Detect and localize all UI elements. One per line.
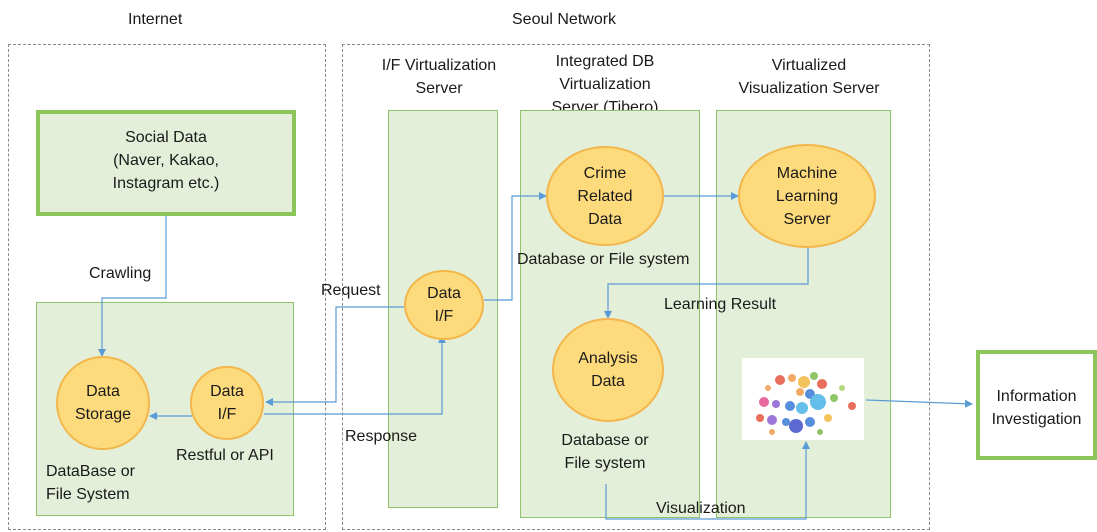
- social-data-box: Social Data (Naver, Kakao, Instagram etc…: [36, 110, 296, 216]
- internet-region-title: Internet: [128, 11, 183, 28]
- request-label: Request: [321, 282, 381, 299]
- information-investigation-label: Information Investigation: [991, 388, 1082, 428]
- visualization-label: Visualization: [656, 500, 746, 517]
- data-storage-node: Data Storage: [56, 356, 150, 450]
- seoul-network-region: [342, 44, 930, 530]
- crime-related-data-node: Crime Related Data: [546, 146, 664, 246]
- internet-region: [8, 44, 326, 530]
- response-label: Response: [345, 428, 418, 445]
- visualization-chart-image: [742, 358, 864, 440]
- data-if-internet-node: Data I/F: [190, 366, 264, 440]
- learning-result-label: Learning Result: [664, 296, 777, 313]
- db-filesystem-internet-label: DataBase or File System: [46, 463, 135, 503]
- db-filesystem-bottom-label: Database or File system: [561, 432, 649, 472]
- seoul-network-region-title: Seoul Network: [512, 11, 617, 28]
- restful-api-label: Restful or API: [176, 447, 274, 464]
- analysis-data-node: Analysis Data: [552, 318, 664, 422]
- crawling-label: Crawling: [87, 262, 154, 285]
- if-virtualization-server-title: I/F Virtualization Server: [381, 57, 497, 97]
- bubble-chart-thumbnail: [756, 372, 856, 435]
- integrated-db-server-title: Integrated DB Virtualization Server (Tib…: [551, 53, 659, 116]
- db-filesystem-top-label: Database or File system: [517, 251, 690, 268]
- visualization-server-title: Virtualized Visualization Server: [738, 57, 880, 97]
- data-if-seoul-node: Data I/F: [404, 270, 484, 340]
- information-investigation-box: Information Investigation: [976, 350, 1097, 460]
- machine-learning-server-node: Machine Learning Server: [738, 144, 876, 248]
- social-data-label: Social Data (Naver, Kakao, Instagram etc…: [112, 129, 220, 192]
